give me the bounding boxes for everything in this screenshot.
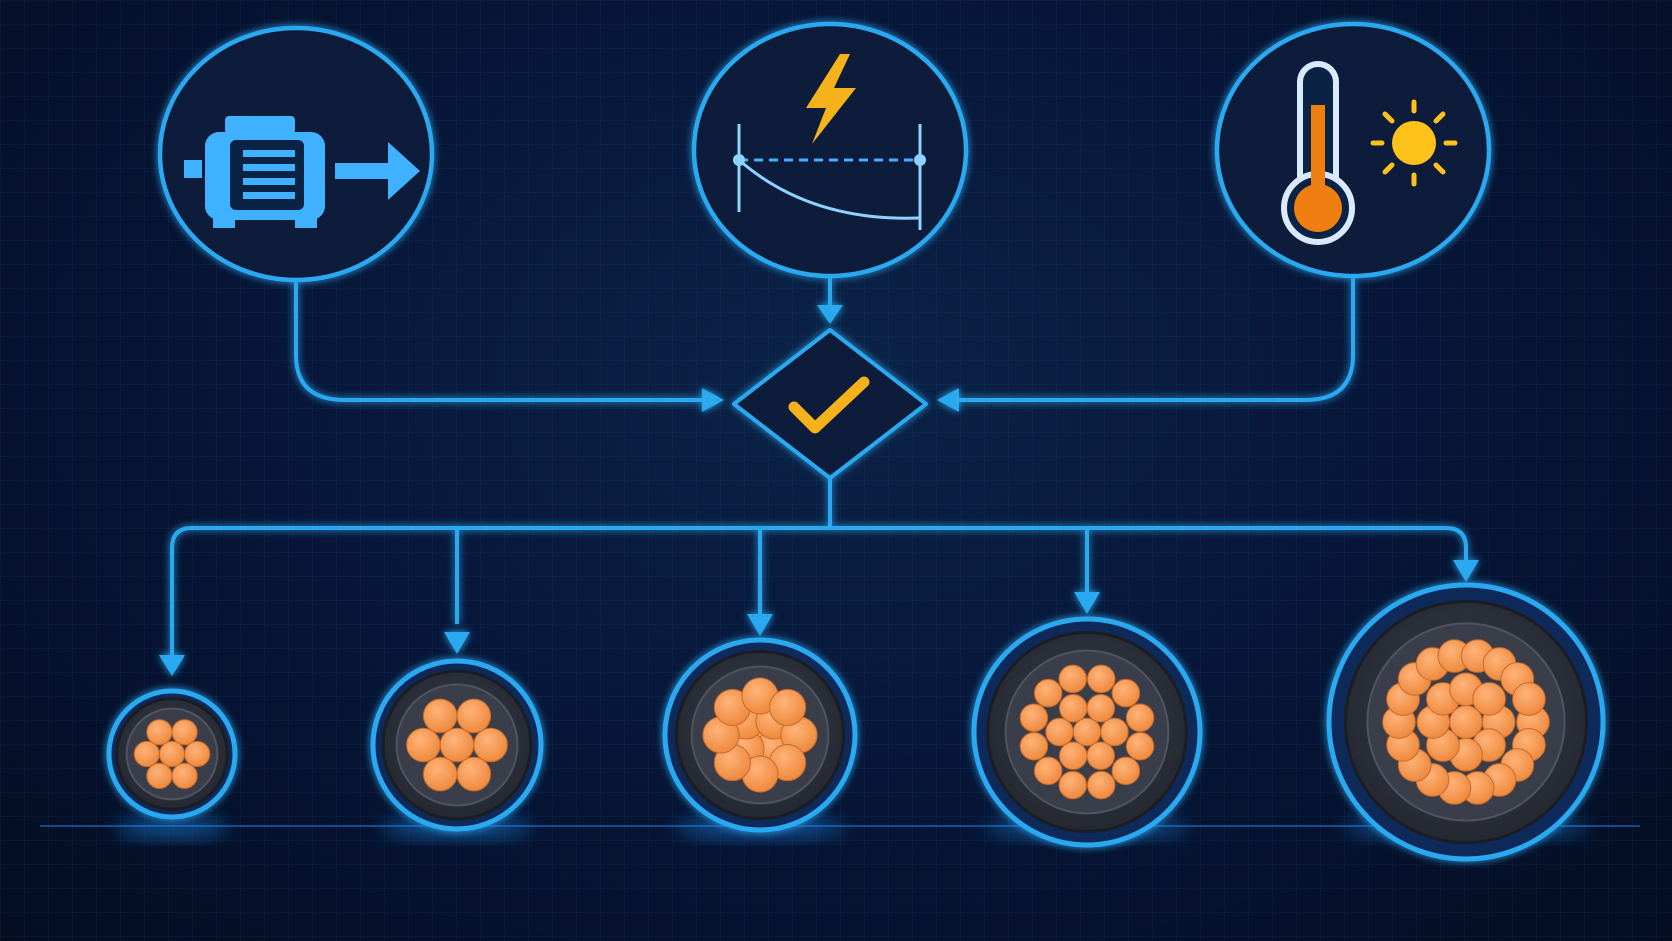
copper-strand	[1111, 756, 1141, 786]
copper-strand	[456, 698, 492, 734]
copper-strand	[184, 740, 211, 768]
copper-strand	[1058, 664, 1088, 694]
distribution-bus	[170, 526, 1468, 660]
copper-strand	[456, 756, 492, 792]
selection-check-node	[732, 328, 928, 480]
output-connectors	[170, 478, 1468, 660]
connector-temp-to-check	[955, 278, 1355, 402]
copper-strand	[1111, 678, 1141, 708]
copper-strand	[1086, 770, 1116, 800]
copper-strand	[1125, 703, 1155, 733]
thermometer-icon	[1281, 61, 1355, 245]
arrowhead-cable-3	[747, 614, 773, 636]
copper-strand	[1059, 693, 1088, 723]
copper-strand	[146, 719, 173, 746]
input-arrowheads	[702, 305, 959, 412]
copper-strand	[422, 756, 458, 792]
cable-size-2	[370, 658, 544, 837]
copper-strand	[1033, 756, 1063, 786]
copper-strand	[473, 727, 508, 763]
copper-strand	[1472, 682, 1506, 716]
copper-strand	[1086, 664, 1116, 694]
copper-strand	[406, 727, 441, 763]
connector-motor-to-check	[294, 278, 706, 402]
copper-strand	[1019, 731, 1049, 761]
arrow-right-icon	[335, 142, 420, 200]
cable-floor-glow	[115, 819, 229, 837]
copper-strand	[439, 727, 475, 763]
copper-strand	[146, 762, 173, 789]
copper-strand	[1033, 678, 1063, 708]
copper-strand	[171, 762, 198, 789]
sun-icon	[1370, 99, 1458, 187]
arrowhead-right-input	[937, 388, 959, 412]
copper-strand	[769, 688, 807, 726]
motor-load-node	[157, 25, 435, 283]
arrowhead-left-input	[702, 388, 724, 412]
input-connectors	[294, 278, 1355, 402]
copper-strand	[158, 740, 186, 768]
voltage-drop-icon	[733, 124, 926, 230]
copper-strand	[1086, 741, 1115, 771]
copper-strand	[1512, 682, 1546, 716]
output-arrowheads	[159, 560, 1479, 676]
temperature-node	[1214, 21, 1492, 279]
copper-strand	[1019, 703, 1049, 733]
copper-strand	[1125, 731, 1155, 761]
copper-strand	[171, 719, 198, 746]
cable-size-3	[662, 637, 858, 837]
motor-icon	[184, 116, 325, 228]
arrowhead-cable-2	[444, 632, 470, 654]
copper-strand	[422, 698, 458, 734]
cable-size-1	[106, 688, 238, 837]
arrowhead-cable-1	[159, 655, 185, 676]
copper-strand	[1072, 717, 1102, 747]
copper-strand	[1059, 741, 1088, 771]
cable-size-5	[1326, 582, 1606, 862]
voltage-drop-node	[691, 21, 969, 279]
copper-strand	[133, 740, 160, 768]
arrowhead-cable-5	[1453, 560, 1479, 582]
cable-size-4	[971, 616, 1203, 848]
copper-strand	[1086, 693, 1115, 723]
checkmark-icon	[788, 376, 870, 434]
arrowhead-top-input	[817, 305, 843, 324]
lightning-bolt-icon	[806, 54, 856, 144]
copper-strand	[1100, 717, 1129, 747]
cable-cross-sections	[106, 582, 1606, 862]
copper-strand	[1058, 770, 1088, 800]
copper-strand	[1045, 717, 1074, 747]
arrowhead-cable-4	[1074, 592, 1100, 614]
